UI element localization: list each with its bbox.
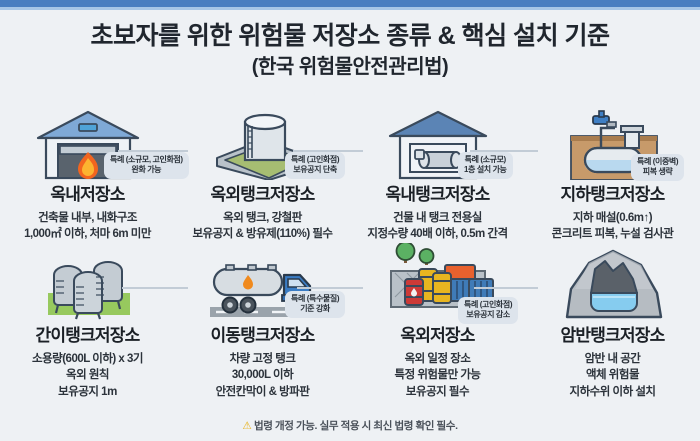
badge-line-1: 특례 (이중벽): [637, 157, 679, 166]
desc-line: 소용량(600L 이하) x 3기: [31, 352, 144, 365]
badge-line-1: 특례 (고인화점): [464, 300, 513, 310]
desc-line: 옥외 원칙: [65, 369, 110, 382]
badge-line-1: 특례 (소규모): [464, 155, 507, 164]
outdoor-drums-icon: [350, 243, 525, 321]
badge-special-case: 특례 (이중벽) 피복 생략: [631, 154, 685, 181]
card-title: 암반탱크저장소: [560, 326, 666, 346]
desc-line: 30,000L 이하: [231, 369, 294, 382]
desc-line: 건축물 내부, 내화구조: [38, 211, 137, 224]
card-desc: 지하 매설(0.6m↑) 콘크리트 피복, 누설 검사관: [525, 210, 700, 243]
card-title: 옥내탱크저장소: [385, 185, 491, 204]
grid-row-2: 간이탱크저장소 소용량(600L 이하) x 3기 옥외 원칙 보유공지 1m: [0, 243, 700, 401]
desc-line: 지하 매설(0.6m↑): [572, 211, 653, 224]
desc-line: 지하수위 이하 설치: [569, 386, 656, 399]
badge-line-1: 특례 (고인화점): [291, 155, 340, 164]
title-main: 초보자를 위한 위험물 저장소 종류 & 핵심 설치 기준: [90, 22, 610, 50]
card-outdoor-storage[interactable]: 특례 (고인화점) 보유공지 감소 옥외저장소 옥외 일정 장소 특정 위험물만…: [350, 243, 538, 401]
desc-line: 콘크리트 피복, 누설 검사관: [551, 228, 674, 241]
desc-line: 1,000㎡ 이하, 처마 6m 미만: [24, 228, 151, 241]
card-desc: 암반 내 공간 액체 위험물 지하수위 이하 설치: [525, 351, 700, 401]
desc-line: 암반 내 공간: [584, 352, 641, 365]
connector-line: [297, 287, 363, 289]
card-title: 지하탱크저장소: [560, 185, 666, 204]
desc-line: 옥외 일정 장소: [404, 352, 471, 365]
footer-note: ⚠ 법령 개정 가능. 실무 적용 시 최신 법령 확인 필수.: [0, 418, 700, 433]
card-title: 이동탱크저장소: [210, 326, 316, 346]
grid-row-1: 특례 (소규모, 고인화점) 완화 가능 옥내저장소 건축물 내부, 내화구조 …: [0, 108, 700, 243]
simple-tanks-icon: [0, 249, 175, 321]
top-accent-bar: [0, 0, 700, 7]
badge-line-2: 기준 강화: [300, 304, 330, 314]
badge-special-case: 특례 (고인화점) 보유공지 감소: [458, 297, 519, 324]
warning-triangle-icon: ⚠: [242, 420, 252, 432]
rock-cavern-tank-icon: [525, 249, 700, 321]
desc-line: 지정수량 40배 이하, 0.5m 간격: [367, 228, 508, 241]
desc-line: 보유공지 1m: [58, 386, 117, 399]
storage-type-grid: 특례 (소규모, 고인화점) 완화 가능 옥내저장소 건축물 내부, 내화구조 …: [0, 108, 700, 401]
badge-special-case: 특례 (특수물질) 기준 강화: [285, 291, 346, 318]
badge-special-case: 특례 (고인화점) 보유공지 단축: [285, 152, 346, 179]
desc-line: 액체 위험물: [585, 369, 640, 382]
desc-line: 건물 내 탱크 전용실: [393, 211, 482, 224]
badge-line-2: 보유공지 단축: [293, 165, 337, 175]
badge-line-2: 피복 생략: [642, 167, 673, 177]
card-title: 옥외저장소: [400, 326, 475, 346]
connector-line: [118, 150, 188, 152]
card-title: 간이탱크저장소: [35, 326, 141, 346]
connector-line: [474, 287, 538, 289]
connector-line: [470, 150, 538, 152]
card-mobile-tank-storage[interactable]: 특례 (특수물질) 기준 강화 이동탱크저장소 차량 고정 탱크 30,000L…: [175, 249, 363, 401]
card-outdoor-tank-storage[interactable]: 특례 (고인화점) 보유공지 단축 옥외탱크저장소 옥외 탱크, 강철판 보유공…: [175, 108, 363, 243]
badge-line-2: 완화 가능: [131, 165, 162, 175]
badge-special-case: 특례 (소규모) 1층 설치 가능: [458, 152, 513, 179]
desc-line: 특정 위험물만 가능: [394, 369, 481, 382]
card-simple-tank-storage[interactable]: 간이탱크저장소 소용량(600L 이하) x 3기 옥외 원칙 보유공지 1m: [0, 249, 188, 401]
badge-line-2: 1층 설치 가능: [464, 165, 507, 175]
badge-line-2: 보유공지 감소: [466, 310, 510, 320]
card-rock-cavern-tank-storage[interactable]: 암반탱크저장소 암반 내 공간 액체 위험물 지하수위 이하 설치: [525, 249, 700, 401]
card-indoor-tank-storage[interactable]: 특례 (소규모) 1층 설치 가능 옥내탱크저장소 건물 내 탱크 전용실 지정…: [350, 108, 538, 243]
connector-line: [122, 287, 188, 289]
desc-line: 보유공지 & 방유제(110%) 필수: [192, 228, 333, 241]
card-title: 옥외탱크저장소: [210, 185, 316, 204]
connector-line: [293, 150, 363, 152]
card-desc: 건물 내 탱크 전용실 지정수량 40배 이하, 0.5m 간격: [350, 210, 525, 243]
desc-line: 보유공지 필수: [405, 386, 470, 399]
desc-line: 안전칸막이 & 방파판: [215, 386, 310, 399]
badge-line-1: 특례 (소규모, 고인화점): [110, 155, 183, 164]
card-desc: 차량 고정 탱크 30,000L 이하 안전칸막이 & 방파판: [175, 351, 350, 401]
footer-text: 법령 개정 가능. 실무 적용 시 최신 법령 확인 필수.: [253, 420, 458, 432]
title-sub: (한국 위험물안전관리법): [251, 56, 449, 78]
card-desc: 옥외 일정 장소 특정 위험물만 가능 보유공지 필수: [350, 351, 525, 401]
card-desc: 건축물 내부, 내화구조 1,000㎡ 이하, 처마 6m 미만: [0, 210, 175, 243]
card-desc: 소용량(600L 이하) x 3기 옥외 원칙 보유공지 1m: [0, 351, 175, 401]
page-title: 초보자를 위한 위험물 저장소 종류 & 핵심 설치 기준 (한국 위험물안전관…: [0, 22, 700, 80]
desc-line: 옥외 탱크, 강철판: [223, 211, 302, 224]
card-indoor-storage[interactable]: 특례 (소규모, 고인화점) 완화 가능 옥내저장소 건축물 내부, 내화구조 …: [0, 108, 189, 243]
top-accent-bar-light: [0, 7, 700, 10]
badge-line-1: 특례 (특수물질): [291, 294, 340, 304]
card-desc: 옥외 탱크, 강철판 보유공지 & 방유제(110%) 필수: [175, 210, 350, 243]
card-title: 옥내저장소: [50, 185, 125, 204]
badge-special-case: 특례 (소규모, 고인화점) 완화 가능: [104, 152, 189, 179]
underground-tank-icon: [525, 108, 700, 180]
desc-line: 차량 고정 탱크: [229, 352, 296, 365]
card-underground-tank-storage[interactable]: 특례 (이중벽) 피복 생략 지하탱크저장소 지하 매설(0.6m↑) 콘크리트…: [525, 108, 700, 243]
